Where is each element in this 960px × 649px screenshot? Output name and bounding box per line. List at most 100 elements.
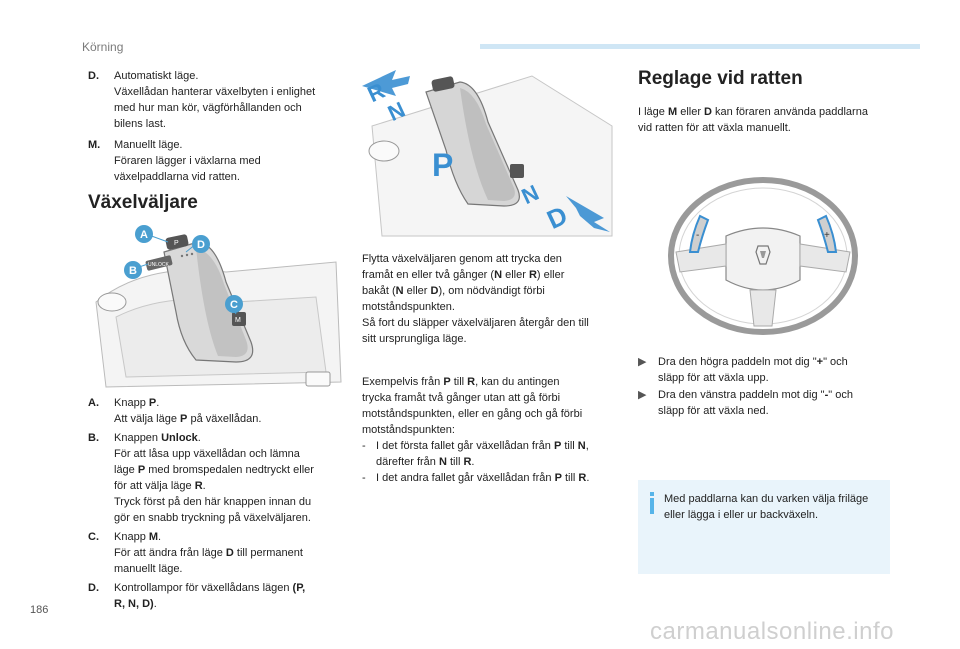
legend-line: Att välja läge P på växellådan. xyxy=(114,413,262,425)
mode-item: D. Automatiskt läge. Växellådan hanterar… xyxy=(88,68,348,132)
callout-d xyxy=(192,235,210,253)
paddle-sign-plus: + xyxy=(824,230,830,241)
p-button-shape xyxy=(431,76,455,92)
gear-movement-figure: R N P N D xyxy=(362,66,616,240)
position-indicators xyxy=(180,254,184,258)
text-line: motståndspunkten. xyxy=(362,301,455,313)
text-line: bakåt (N eller D), om nödvändigt förbi xyxy=(362,285,545,297)
legend-heading: Knappen Unlock. xyxy=(114,432,201,444)
selector-lever-shade xyxy=(460,88,515,201)
wheel-spoke-right xyxy=(799,243,851,273)
backward-arrow xyxy=(566,196,610,232)
m-button-shape xyxy=(510,164,524,178)
note-line: Med paddlarna kan du varken välja friläg… xyxy=(664,493,869,505)
callout-b-label: B xyxy=(129,265,137,277)
page-number: 186 xyxy=(30,604,49,616)
text-line: I det andra fallet går växellådan från P… xyxy=(376,472,590,484)
text-line: motståndspunkten: xyxy=(362,424,455,436)
text-line: släpp för att växla ned. xyxy=(658,405,769,417)
unlock-button-shape xyxy=(145,255,173,271)
gear-selector-figure: P UNLOCK M A B D C xyxy=(86,222,348,392)
m-button-label: M xyxy=(235,317,241,324)
wheel-spoke-bottom xyxy=(749,289,777,327)
info-icon xyxy=(650,492,654,514)
p-button-label: P xyxy=(174,240,179,247)
legend-line: R, N, D). xyxy=(114,598,157,610)
text-line: Dra den vänstra paddeln mot dig "-" och xyxy=(658,389,853,401)
note-text: Med paddlarna kan du varken välja friläg… xyxy=(664,491,882,523)
legend-heading: Knapp P. xyxy=(114,397,160,409)
mode-line: Föraren lägger i växlarna med xyxy=(114,155,261,167)
text-line: Exempelvis från P till R, kan du antinge… xyxy=(362,376,560,388)
mode-line: bilens last. xyxy=(114,118,166,130)
legend-letter: D. xyxy=(88,582,99,594)
text-line: Dra den högra paddeln mot dig "+" och xyxy=(658,356,848,368)
legend-line: läge P med bromspedalen nedtryckt eller xyxy=(114,464,314,476)
paddles-intro: I läge M eller D kan föraren använda pad… xyxy=(638,104,900,136)
wheel-rim xyxy=(668,177,858,335)
text-line: framåt en eller två gånger (N eller R) e… xyxy=(362,269,565,281)
legend-line: för att välja läge R. xyxy=(114,480,206,492)
arrow-bullet-icon: ▶ xyxy=(638,389,647,401)
start-stop-button xyxy=(368,140,400,162)
legend-item: A. Knapp P. Att välja läge P på växellåd… xyxy=(88,395,350,427)
legend-item: D. Kontrollampor för växellådans lägen (… xyxy=(88,580,350,612)
mode-line: Växellådan hanterar växelbyten i enlighe… xyxy=(114,86,316,98)
legend-line: För att ändra från läge D till permanent xyxy=(114,547,303,559)
mode-letter: M. xyxy=(88,139,101,151)
mode-line: växelpaddlarna vid ratten. xyxy=(114,171,240,183)
callout-c xyxy=(225,295,243,313)
mode-line: Automatiskt läge. xyxy=(114,70,199,82)
legend-heading: Kontrollampor för växellådans lägen (P, xyxy=(114,582,306,594)
position-indicators xyxy=(185,253,189,257)
right-paddle xyxy=(816,214,838,253)
text-line: vid ratten för att växla manuellt. xyxy=(638,122,791,134)
callout-a-label: A xyxy=(140,229,148,241)
text-line: trycka framåt två gånger utan att gå för… xyxy=(362,392,561,404)
text-line: motståndspunkten, eller en gång och gå f… xyxy=(362,408,583,420)
legend-letter: C. xyxy=(88,531,99,543)
text-line: sitt ursprungliga läge. xyxy=(362,333,467,345)
arrow-bullet-icon: ▶ xyxy=(638,356,647,368)
brand-logo-icon xyxy=(755,245,771,265)
text-line: släpp för att växla upp. xyxy=(658,372,769,384)
text-line: I läge M eller D kan föraren använda pad… xyxy=(638,106,868,118)
paddles-instructions: ▶ Dra den högra paddeln mot dig "+" och … xyxy=(638,354,900,420)
legend-heading: Knapp M. xyxy=(114,531,162,543)
selector-lever-shade xyxy=(196,248,248,357)
mode-letter: D. xyxy=(88,70,99,82)
legend-line: Tryck först på den här knappen innan du xyxy=(114,496,312,508)
legend-line: gör en snabb tryckning på växelväljaren. xyxy=(114,512,311,524)
position-indicators xyxy=(190,252,194,256)
wheel-spoke-left xyxy=(675,243,727,273)
console-switch xyxy=(305,371,331,387)
start-stop-button xyxy=(97,292,127,312)
selector-legend: A. Knapp P. Att välja läge P på växellåd… xyxy=(88,395,350,615)
legend-letter: A. xyxy=(88,397,99,409)
callout-b xyxy=(124,261,142,279)
callout-a xyxy=(135,225,153,243)
middle-paragraph-1: Flytta växelväljaren genom att trycka de… xyxy=(362,251,622,347)
p-button-shape xyxy=(165,234,189,250)
text-line: I det första fallet går växellådan från … xyxy=(376,440,589,452)
m-button-shape xyxy=(232,312,246,326)
modes-list: D. Automatiskt läge. Växellådan hanterar… xyxy=(88,68,348,188)
section-header: Körning xyxy=(82,40,124,54)
dash-item: - I det första fallet går växellådan frå… xyxy=(362,438,622,470)
text-line: därefter från N till R. xyxy=(376,456,475,468)
note-line: eller lägga i eller ur backväxeln. xyxy=(664,509,819,521)
steering-wheel-figure: - + xyxy=(660,176,866,336)
callout-c-label: C xyxy=(230,299,238,311)
legend-line: För att låsa upp växellådan och lämna xyxy=(114,448,300,460)
paddles-title: Reglage vid ratten xyxy=(638,68,803,89)
unlock-button-label: UNLOCK xyxy=(148,262,170,268)
text-line: Så fort du släpper växelväljaren återgår… xyxy=(362,317,589,329)
wheel-hub xyxy=(725,227,801,291)
dash-item: - I det andra fallet går växellådan från… xyxy=(362,470,622,486)
forward-arrow xyxy=(362,70,410,96)
mode-line: Manuellt läge. xyxy=(114,139,183,151)
selector-title: Växelväljare xyxy=(88,192,198,213)
mode-line: med hur man kör, vägförhållanden och xyxy=(114,102,302,114)
header-accent-bar xyxy=(480,44,920,49)
legend-item: B. Knappen Unlock. För att låsa upp växe… xyxy=(88,430,350,526)
